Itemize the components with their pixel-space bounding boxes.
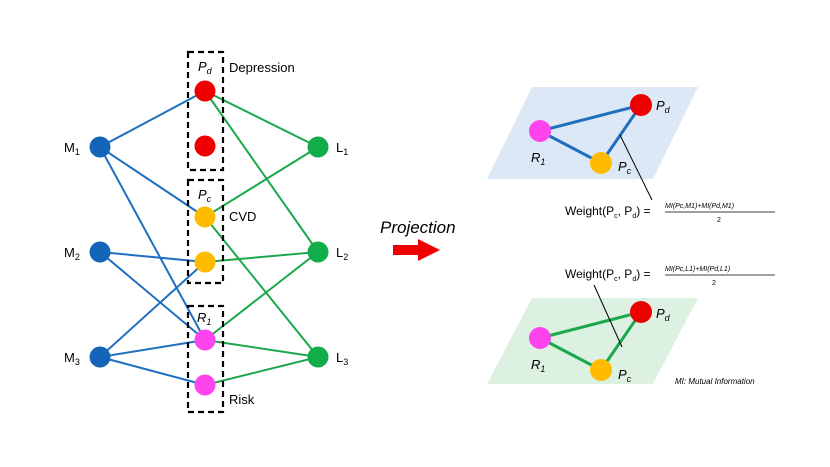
edge-m2-pc2 (99, 251, 206, 263)
top-edge-pc-pd (599, 104, 643, 164)
bottom-formula-lhs: Weight(Pc, Pd) = (565, 267, 651, 283)
group-symbol-labels: Pd Pc R1 (197, 59, 213, 327)
top-edge-r1-pd (539, 103, 642, 133)
bottom-weight-formula: Weight(Pc, Pd) = MI(Pc,L1)+MI(Pd,L1) 2 (565, 266, 775, 287)
top-pointer-line (619, 134, 653, 201)
l-labels: L1 L2 L3 (336, 140, 348, 367)
edge-risk-l3 (204, 356, 319, 386)
node-m1 (89, 136, 111, 158)
group-boxes (186, 50, 225, 414)
projection-arrow-icon (393, 239, 440, 261)
top-node-pd (630, 94, 652, 116)
node-pd-2 (194, 135, 216, 157)
group-name-labels: Depression CVD Risk (229, 60, 295, 407)
edge-m1-r1 (99, 146, 206, 341)
top-label-pd: Pd (656, 98, 671, 115)
group-name-cvd: CVD (229, 209, 256, 224)
projection-label: Projection (380, 218, 456, 237)
edge-m2-r1 (99, 251, 206, 341)
bottom-projection: Pd R1 Pc (487, 284, 698, 384)
top-formula-numerator: MI(Pc,M1)+MI(Pd,M1) (665, 203, 734, 210)
top-weight-formula: Weight(Pc, Pd) = MI(Pc,M1)+MI(Pd,M1) 2 (565, 203, 775, 224)
left-blue-edges (99, 90, 206, 386)
bottom-formula-denominator: 2 (712, 280, 716, 287)
node-l1 (307, 136, 329, 158)
bottom-node-pd (630, 301, 652, 323)
node-m3 (89, 346, 111, 368)
edge-m3-risk (99, 356, 206, 386)
bottom-edge-pc-pd (599, 311, 643, 371)
bottom-node-pc (590, 359, 612, 381)
top-projection: Pd R1 Pc (487, 87, 698, 201)
bottom-edge-r1-pd (539, 310, 642, 340)
node-pc-1 (194, 206, 216, 228)
bottom-label-r1: R1 (531, 357, 545, 374)
node-r1-1 (194, 329, 216, 351)
label-l3: L3 (336, 350, 348, 367)
label-l2: L2 (336, 245, 348, 262)
edge-m3-pc (99, 261, 206, 358)
left-nodes (89, 80, 329, 396)
top-label-r1: R1 (531, 150, 545, 167)
edge-m1-pc (99, 146, 206, 218)
label-m3: M3 (64, 350, 80, 367)
bottom-edge-r1-pc (539, 336, 602, 372)
top-node-r1 (529, 120, 551, 142)
group-symbol-pd: Pd (198, 59, 213, 76)
label-m1: M1 (64, 140, 80, 157)
node-pd-1 (194, 80, 216, 102)
top-formula-lhs: Weight(Pc, Pd) = (565, 204, 651, 220)
label-l1: L1 (336, 140, 348, 157)
bottom-label-pd: Pd (656, 306, 671, 323)
group-symbol-r1: R1 (197, 310, 211, 327)
top-node-pc (590, 152, 612, 174)
node-r1-2 (194, 374, 216, 396)
node-l3 (307, 346, 329, 368)
top-label-pc: Pc (618, 159, 632, 176)
group-box-cvd (186, 178, 225, 285)
node-m2 (89, 241, 111, 263)
bottom-pointer-line (593, 284, 623, 348)
node-l2 (307, 241, 329, 263)
node-pc-2 (194, 251, 216, 273)
group-symbol-pc: Pc (198, 187, 212, 204)
group-name-depression: Depression (229, 60, 295, 75)
m-labels: M1 M2 M3 (64, 140, 80, 367)
top-formula-denominator: 2 (717, 217, 721, 224)
mutual-information-note: MI: Mutual Information (675, 377, 755, 386)
edge-m1-pd (99, 90, 206, 148)
group-name-risk: Risk (229, 392, 255, 407)
group-box-depression (186, 50, 225, 172)
label-m2: M2 (64, 245, 80, 262)
bottom-formula-numerator: MI(Pc,L1)+MI(Pd,L1) (665, 266, 730, 273)
bottom-node-r1 (529, 327, 551, 349)
top-edge-r1-pc (539, 129, 602, 165)
bottom-label-pc: Pc (618, 367, 632, 384)
